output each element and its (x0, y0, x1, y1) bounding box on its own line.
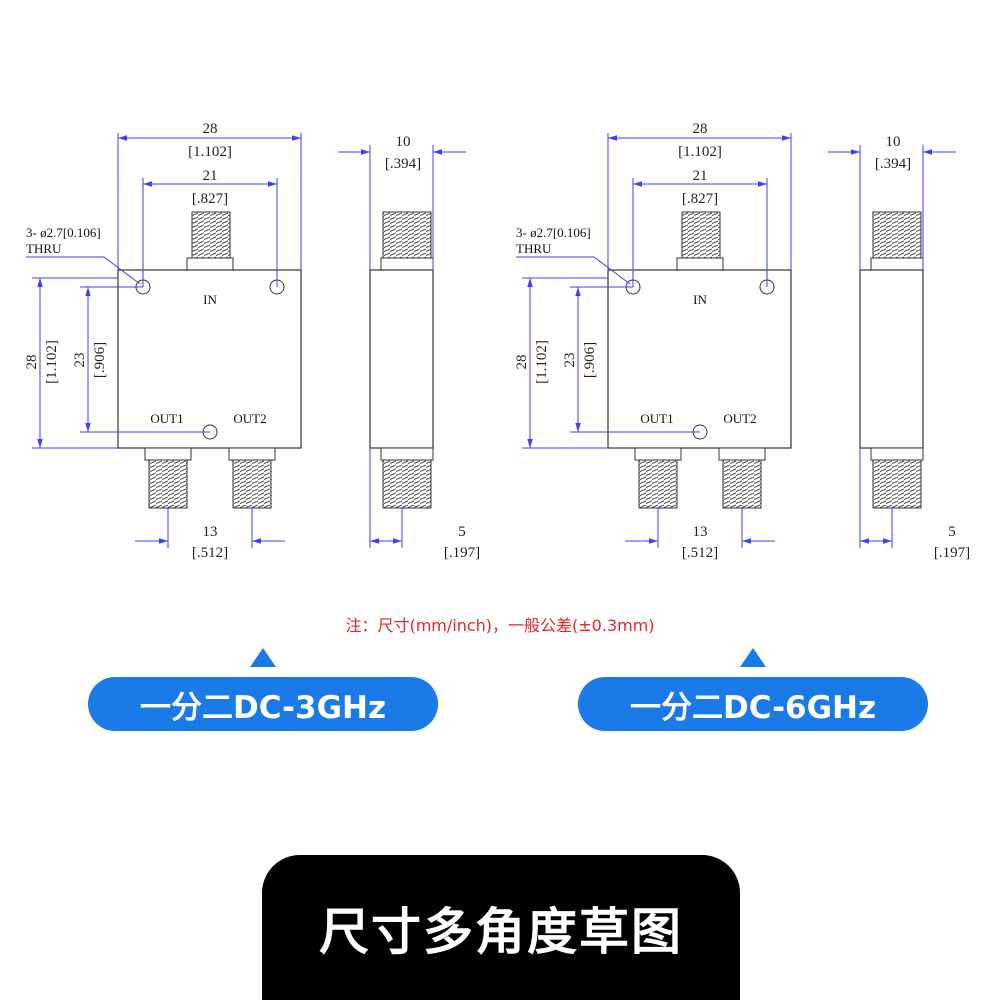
port-out2-label: OUT2 (233, 411, 266, 426)
out2-connector (718, 447, 766, 509)
port-out2-label: OUT2 (723, 411, 756, 426)
triangle-up-icon (740, 648, 766, 667)
model-label-3ghz: 一分二DC-3GHz (88, 677, 438, 731)
hole-thru: THRU (516, 241, 552, 256)
out2-connector (228, 447, 276, 509)
dim-depth-in: [.394] (385, 156, 421, 172)
port-in-label: IN (693, 292, 707, 307)
dim-offset-mm: 5 (458, 524, 466, 540)
dim-out-span-in: [.512] (192, 545, 228, 561)
housing-body (607, 269, 792, 449)
dim-height: 28 [1.102] (514, 277, 608, 449)
dim-spacing-mm: 21 (203, 168, 218, 184)
port-out1-label: OUT1 (150, 411, 183, 426)
side-view (369, 211, 434, 509)
dim-width-mm: 28 (693, 121, 708, 137)
triangle-up-icon (250, 648, 276, 667)
dim-out-span-mm: 13 (693, 524, 708, 540)
dim-hole-span-in: [.906] (582, 342, 598, 378)
dim-offset-in: [.197] (934, 545, 970, 561)
dim-spacing: 21 [.827] (142, 168, 278, 287)
hole-note: 3- ø2.7[0.106] (26, 225, 101, 240)
drawing-dc-6ghz: IN OUT1 OUT2 28 [1.102] 21 [.827] (514, 121, 970, 561)
front-view: IN OUT1 OUT2 (607, 211, 792, 509)
dim-width-in: [1.102] (678, 144, 722, 160)
front-view: IN OUT1 OUT2 (117, 211, 302, 509)
dim-width: 28 [1.102] (117, 121, 302, 270)
dim-spacing: 21 [.827] (632, 168, 768, 287)
dim-height-mm: 28 (514, 355, 530, 370)
dim-height-in: [1.102] (44, 340, 60, 384)
port-in-label: IN (203, 292, 217, 307)
hole-callout: 3- ø2.7[0.106] THRU (26, 225, 141, 285)
dim-spacing-in: [.827] (682, 191, 718, 207)
dim-hole-span-mm: 23 (72, 353, 88, 368)
dim-hole-span: 23 [.906] (562, 286, 700, 433)
out1-connector (634, 447, 682, 509)
side-view (859, 211, 924, 509)
dim-depth-in: [.394] (875, 156, 911, 172)
footer-title: 尺寸多角度草图 (262, 855, 740, 1000)
dimension-drawing: IN OUT1 OUT2 28 [1.102] 21 (24, 121, 970, 561)
dim-offset: 5 [.197] (859, 448, 970, 561)
model-label-6ghz: 一分二DC-6GHz (578, 677, 928, 731)
dim-offset: 5 [.197] (369, 448, 480, 561)
dim-hole-span-in: [.906] (92, 342, 108, 378)
out1-connector (144, 447, 192, 509)
drawing-dc-3ghz: IN OUT1 OUT2 28 [1.102] 21 (24, 121, 480, 561)
dim-offset-mm: 5 (948, 524, 956, 540)
dim-height-in: [1.102] (534, 340, 550, 384)
dim-height-mm: 28 (24, 355, 40, 370)
dim-width-in: [1.102] (188, 144, 232, 160)
in-connector (676, 211, 724, 271)
dim-out-span: 13 [.512] (625, 508, 775, 561)
dim-depth: 10 [.394] (338, 134, 466, 270)
hole-callout: 3- ø2.7[0.106] THRU (516, 225, 631, 285)
dim-offset-in: [.197] (444, 545, 480, 561)
hole-note: 3- ø2.7[0.106] (516, 225, 591, 240)
dim-height: 28 [1.102] (24, 277, 118, 449)
dim-spacing-mm: 21 (693, 168, 708, 184)
dim-depth: 10 [.394] (828, 134, 956, 270)
dim-hole-span-mm: 23 (562, 353, 578, 368)
dim-out-span-in: [.512] (682, 545, 718, 561)
dim-out-span: 13 [.512] (135, 508, 285, 561)
housing-body (117, 269, 302, 449)
tolerance-note: 注：尺寸(mm/inch)，一般公差(±0.3mm) (345, 616, 655, 635)
dim-width: 28 [1.102] (607, 121, 792, 270)
hole-thru: THRU (26, 241, 62, 256)
dim-spacing-in: [.827] (192, 191, 228, 207)
port-out1-label: OUT1 (640, 411, 673, 426)
in-connector (186, 211, 234, 271)
dim-out-span-mm: 13 (203, 524, 218, 540)
dim-width-mm: 28 (203, 121, 218, 137)
dim-hole-span: 23 [.906] (72, 286, 210, 433)
dim-depth-mm: 10 (886, 134, 901, 150)
dim-depth-mm: 10 (396, 134, 411, 150)
